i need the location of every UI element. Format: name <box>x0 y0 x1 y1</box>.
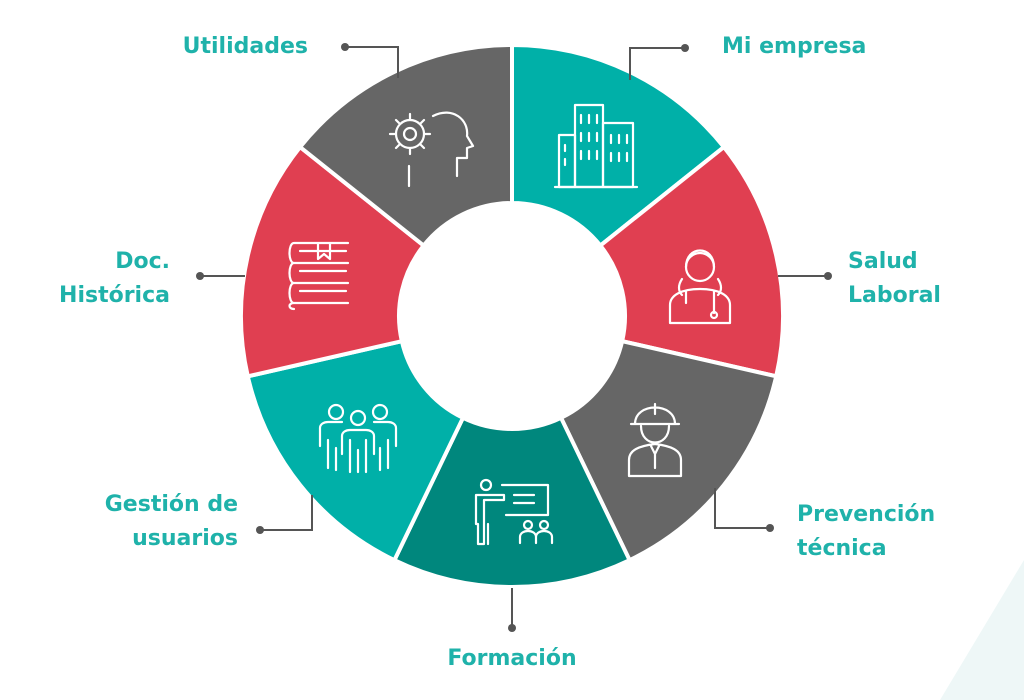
label-line: Utilidades <box>182 34 308 59</box>
segment-salud-laboral <box>597 144 785 379</box>
books-icon <box>288 241 350 311</box>
leader-mi-empresa <box>629 47 685 80</box>
label-line: Histórica <box>59 283 170 308</box>
label-line: técnica <box>797 536 887 561</box>
segment-prevención-técnica <box>558 338 779 563</box>
label-line: Doc. <box>115 249 170 274</box>
label-gestion-usuarios: Gestión de usuarios <box>60 488 238 556</box>
corner-decoration <box>940 560 1024 700</box>
label-mi-empresa: Mi empresa <box>722 30 866 64</box>
leader-dot <box>256 526 264 534</box>
segment-doc--histórica <box>239 144 427 379</box>
label-doc-historica: Doc. Histórica <box>20 245 170 313</box>
doctor-icon <box>668 249 732 325</box>
label-line: usuarios <box>132 526 238 551</box>
buildings-icon <box>553 103 639 189</box>
leader-dot <box>681 44 689 52</box>
label-line: Salud <box>848 249 918 274</box>
users-group-icon <box>318 403 398 474</box>
label-utilidades: Utilidades <box>100 30 308 64</box>
label-line: Gestión de <box>104 492 238 517</box>
label-line: Formación <box>447 646 577 671</box>
label-line: Laboral <box>848 283 941 308</box>
leader-dot <box>196 272 204 280</box>
segment-formación <box>391 415 633 589</box>
gear-head-icon <box>388 111 475 188</box>
leader-dot <box>766 524 774 532</box>
label-prevencion-tecnica: Prevención técnica <box>797 498 935 566</box>
teacher-board-icon <box>474 478 554 546</box>
leader-utilidades <box>345 46 399 78</box>
segment-utilidades <box>297 42 514 249</box>
label-line: Mi empresa <box>722 34 867 59</box>
leader-dot <box>341 43 349 51</box>
worker-helmet-icon <box>627 402 683 478</box>
leader-gestion-usuarios <box>260 495 313 531</box>
segment-gestión-de-usuarios <box>245 338 466 563</box>
leader-prevencion <box>714 488 770 529</box>
segment-mi-empresa <box>510 42 727 249</box>
leader-dot <box>508 624 516 632</box>
label-formacion: Formación <box>412 642 612 676</box>
leader-dot <box>824 272 832 280</box>
label-line: Prevención <box>797 502 936 527</box>
